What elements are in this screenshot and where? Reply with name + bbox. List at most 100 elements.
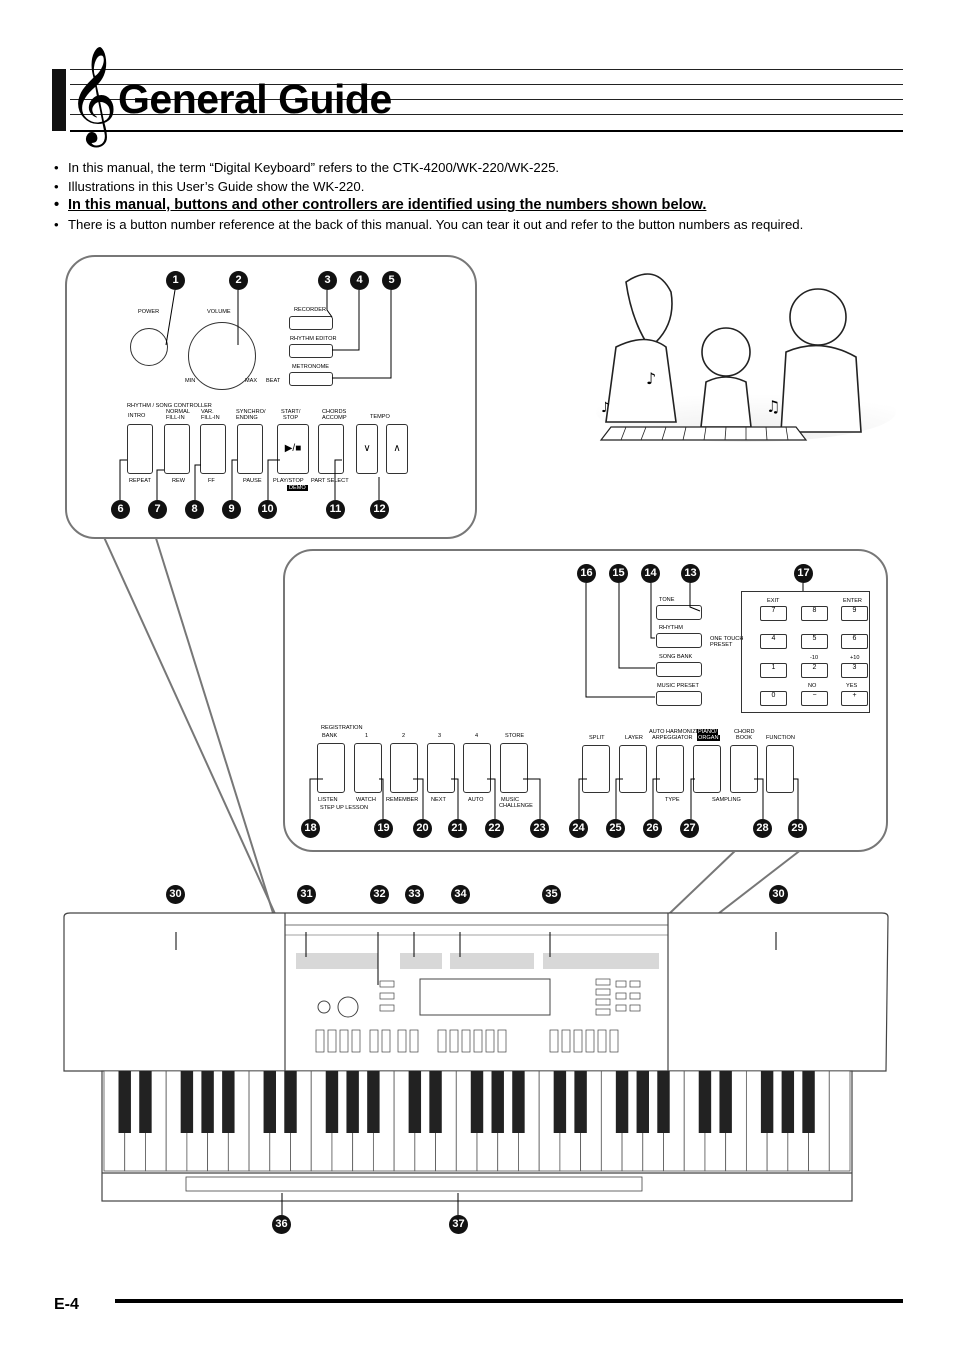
keypad-2[interactable]: 2: [801, 663, 828, 678]
var-fill-in-label: FILL-IN: [201, 415, 220, 421]
callout-number: 30: [769, 885, 788, 904]
keypad-4[interactable]: 4: [760, 634, 787, 649]
black-key[interactable]: [760, 1071, 774, 1133]
callout-number: 29: [788, 819, 807, 838]
accomp-label: ACCOMP: [322, 415, 347, 421]
play-stop-label: PLAY/STOP: [273, 478, 304, 484]
black-key[interactable]: [325, 1071, 339, 1133]
accomp-button[interactable]: [318, 424, 344, 474]
black-key[interactable]: [574, 1071, 587, 1133]
panel1-leader-lines: [119, 289, 392, 500]
plus10-label: +10: [850, 655, 860, 661]
callout-number: 27: [680, 819, 699, 838]
callout-number: 35: [542, 885, 561, 904]
callout-number: 33: [405, 885, 424, 904]
black-key[interactable]: [802, 1071, 815, 1133]
black-key[interactable]: [263, 1071, 276, 1133]
rhythm-button[interactable]: [656, 633, 702, 648]
callout-number: 3: [318, 271, 337, 290]
start-stop-button[interactable]: ▶/■: [277, 424, 309, 474]
bullet-item: In this manual, buttons and other contro…: [54, 196, 914, 215]
chord-book-button[interactable]: [730, 745, 758, 793]
piano-organ-button[interactable]: [693, 745, 721, 793]
rhythm-label: RHYTHM: [659, 625, 683, 631]
black-key[interactable]: [367, 1071, 380, 1133]
store-button[interactable]: [500, 743, 528, 793]
tempo-label: TEMPO: [370, 414, 390, 420]
registration-2-button[interactable]: [390, 743, 418, 793]
black-key[interactable]: [201, 1071, 214, 1133]
intro-button[interactable]: [127, 424, 153, 474]
black-key[interactable]: [553, 1071, 567, 1133]
registration-1-button[interactable]: [354, 743, 382, 793]
black-key[interactable]: [615, 1071, 629, 1133]
keypad-0[interactable]: 0: [760, 691, 787, 706]
callout-number: 13: [681, 564, 700, 583]
store-label: STORE: [505, 733, 525, 739]
function-label: FUNCTION: [766, 735, 795, 741]
keypad-3[interactable]: 3: [841, 663, 868, 678]
black-key[interactable]: [180, 1071, 194, 1133]
callout-number: 36: [272, 1215, 291, 1234]
volume-knob[interactable]: [188, 322, 256, 390]
volume-max-label: MAX: [245, 378, 258, 384]
callout-number: 25: [606, 819, 625, 838]
synchro-ending-button[interactable]: [237, 424, 263, 474]
black-key[interactable]: [781, 1071, 795, 1133]
var-fill-in-button[interactable]: [200, 424, 226, 474]
keypad-7[interactable]: 7: [760, 606, 787, 621]
tempo-down-button[interactable]: ∨: [356, 424, 378, 474]
callout-number: 19: [374, 819, 393, 838]
rhythm-editor-button[interactable]: [289, 344, 333, 358]
registration-1-label: 1: [365, 733, 369, 739]
black-key[interactable]: [470, 1071, 484, 1133]
black-key[interactable]: [512, 1071, 525, 1133]
tempo-up-button[interactable]: ∧: [386, 424, 408, 474]
enter-label: ENTER: [843, 598, 862, 604]
black-key[interactable]: [719, 1071, 732, 1133]
black-key[interactable]: [118, 1071, 131, 1133]
callout-number: 7: [148, 500, 167, 519]
black-key[interactable]: [222, 1071, 235, 1133]
bank-button[interactable]: [317, 743, 345, 793]
next-label: NEXT: [431, 797, 446, 803]
black-key[interactable]: [636, 1071, 649, 1133]
auto-harmonize-button[interactable]: [656, 745, 684, 793]
black-key[interactable]: [657, 1071, 670, 1133]
keypad-minus[interactable]: −: [801, 691, 828, 706]
auto-label: AUTO: [468, 797, 484, 803]
metronome-button[interactable]: [289, 372, 333, 386]
white-key[interactable]: [828, 1070, 851, 1172]
black-key[interactable]: [284, 1071, 297, 1133]
keypad-5[interactable]: 5: [801, 634, 828, 649]
yes-label: YES: [846, 683, 858, 689]
layer-button[interactable]: [619, 745, 647, 793]
black-key[interactable]: [429, 1071, 442, 1133]
treble-clef-icon: 𝄞: [68, 45, 118, 143]
normal-fill-in-button[interactable]: [164, 424, 190, 474]
recorder-button[interactable]: [289, 316, 333, 330]
power-button[interactable]: [130, 328, 168, 366]
black-key[interactable]: [491, 1071, 504, 1133]
rew-label: REW: [172, 478, 186, 484]
black-key[interactable]: [139, 1071, 152, 1133]
keypad-8[interactable]: 8: [801, 606, 828, 621]
keypad-1[interactable]: 1: [760, 663, 787, 678]
music-preset-button[interactable]: [656, 691, 702, 706]
black-key[interactable]: [408, 1071, 422, 1133]
registration-label: REGISTRATION: [321, 725, 363, 731]
song-bank-button[interactable]: [656, 662, 702, 677]
svg-text:♪: ♪: [601, 400, 610, 416]
registration-4-button[interactable]: [463, 743, 491, 793]
split-button[interactable]: [582, 745, 610, 793]
keypad-plus[interactable]: +: [841, 691, 868, 706]
function-button[interactable]: [766, 745, 794, 793]
tone-button[interactable]: [656, 605, 702, 620]
keypad-6[interactable]: 6: [841, 634, 868, 649]
rhythm-editor-label: RHYTHM EDITOR: [290, 336, 337, 342]
black-key[interactable]: [346, 1071, 359, 1133]
keypad-9[interactable]: 9: [841, 606, 868, 621]
sampling-label: SAMPLING: [712, 797, 741, 803]
registration-3-button[interactable]: [427, 743, 455, 793]
black-key[interactable]: [698, 1071, 712, 1133]
